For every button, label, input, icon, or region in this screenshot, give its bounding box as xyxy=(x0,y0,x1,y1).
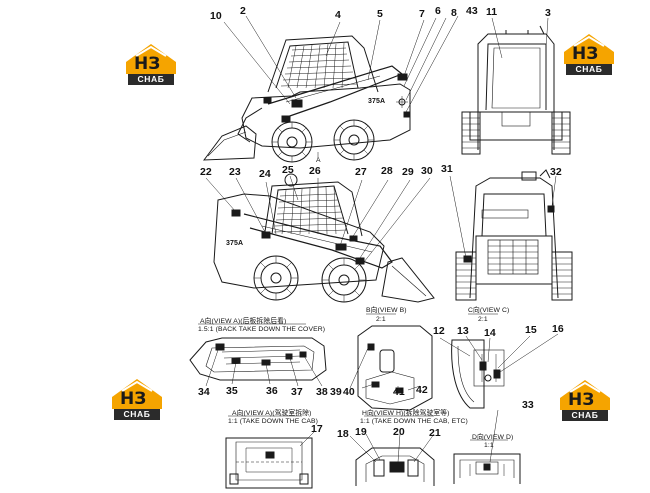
callout-label: 37 xyxy=(291,386,303,398)
callout-label: 8 xyxy=(451,7,457,19)
view-a-subtitle: 1.5:1 (BACK TAKE DOWN THE COVER) xyxy=(198,326,326,333)
callout-label: 30 xyxy=(421,165,433,177)
callout-label: 35 xyxy=(226,385,238,397)
view-a-take-down-cab xyxy=(225,431,315,489)
logo-text: НЗ xyxy=(568,390,595,410)
callout-label: 32 xyxy=(550,166,562,178)
view-h-subtitle: 1:1 (TAKE DOWN THE CAB, ETC) xyxy=(360,418,468,425)
view-b-title: B向(VIEW B) xyxy=(366,307,407,314)
view-c xyxy=(439,333,559,409)
callout-label: 38 xyxy=(316,386,328,398)
callout-label: 16 xyxy=(552,323,564,335)
view-h xyxy=(349,433,435,486)
callout-label: 33 xyxy=(522,399,534,411)
callout-label: 22 xyxy=(200,166,212,178)
callout-label: 7 xyxy=(419,8,425,20)
callout-label: 28 xyxy=(381,165,393,177)
callout-label: 41 xyxy=(393,386,405,398)
callout-label: 29 xyxy=(402,166,414,178)
callout-label: 17 xyxy=(311,423,323,435)
callout-label: 10 xyxy=(210,10,222,22)
view-c-title: C向(VIEW C) xyxy=(468,307,510,314)
callout-label: 18 xyxy=(337,428,349,440)
nz-snab-logo: НЗ СНАБ xyxy=(122,40,180,88)
nz-snab-logo: НЗ СНАБ xyxy=(108,375,166,423)
house-logo-icon xyxy=(564,34,614,64)
callout-label: 39 xyxy=(330,386,342,398)
nz-snab-logo: НЗ СНАБ xyxy=(556,376,614,424)
callout-label: 24 xyxy=(259,168,271,180)
callout-label: 13 xyxy=(457,325,469,337)
view-a-title: A向(VIEW A)(后板拆除后看) xyxy=(200,318,287,325)
logo-text: НЗ xyxy=(572,44,599,64)
view-c-subtitle: 2:1 xyxy=(478,316,488,323)
logo-word: СНАБ xyxy=(562,410,608,421)
callout-label: 5 xyxy=(377,8,383,20)
callout-label: 19 xyxy=(355,426,367,438)
callout-label: 14 xyxy=(484,327,496,339)
house-logo-icon xyxy=(112,379,162,409)
callout-label: 15 xyxy=(525,324,537,336)
callout-label: 20 xyxy=(393,426,405,438)
loader-side-view-2 xyxy=(205,173,435,303)
view-marker-a: A xyxy=(316,157,321,164)
logo-text: НЗ xyxy=(134,54,161,74)
callout-label: 4 xyxy=(335,9,341,21)
callout-label: 34 xyxy=(198,386,210,398)
house-logo-icon xyxy=(126,44,176,74)
callout-label: 36 xyxy=(266,385,278,397)
house-logo-icon xyxy=(560,380,610,410)
callout-label: 26 xyxy=(309,165,321,177)
nz-snab-logo: НЗ СНАБ xyxy=(560,30,618,78)
view-d xyxy=(453,409,521,484)
callout-label: 27 xyxy=(355,166,367,178)
logo-word: СНАБ xyxy=(566,64,612,75)
callout-label: 11 xyxy=(486,6,498,18)
logo-word: СНАБ xyxy=(128,74,174,85)
callout-label: 40 xyxy=(343,386,355,398)
callout-label: 23 xyxy=(229,166,241,178)
callout-label: 42 xyxy=(416,384,428,396)
model-badge: 375A xyxy=(226,240,244,247)
loader-front-view-2 xyxy=(449,169,573,301)
callout-label: 43 xyxy=(466,5,478,17)
callout-label: 31 xyxy=(441,163,453,175)
model-badge: 375A xyxy=(368,98,386,105)
view-b-subtitle: 2:1 xyxy=(376,316,386,323)
view-a-back-cover xyxy=(189,337,327,387)
callout-label: 3 xyxy=(545,7,551,19)
view-a2-subtitle: 1:1 (TAKE DOWN THE CAB) xyxy=(228,418,319,425)
callout-label: 6 xyxy=(435,5,441,17)
view-a2-title: A向(VIEW A)(驾驶室拆除) xyxy=(232,410,312,417)
callout-label: 2 xyxy=(240,5,246,17)
callout-label: 25 xyxy=(282,164,294,176)
view-h-title: H向(VIEW H)(拆除驾驶室等) xyxy=(362,410,450,417)
view-d-title: D向(VIEW D) xyxy=(472,434,514,441)
view-b xyxy=(349,325,433,411)
logo-word: СНАБ xyxy=(114,409,160,420)
callout-label: 12 xyxy=(433,325,445,337)
loader-rear-view-1 xyxy=(461,17,571,155)
view-d-subtitle: 1:1 xyxy=(484,442,494,449)
logo-text: НЗ xyxy=(120,389,147,409)
loader-side-view-1 xyxy=(202,15,459,163)
callout-label: 21 xyxy=(429,427,441,439)
